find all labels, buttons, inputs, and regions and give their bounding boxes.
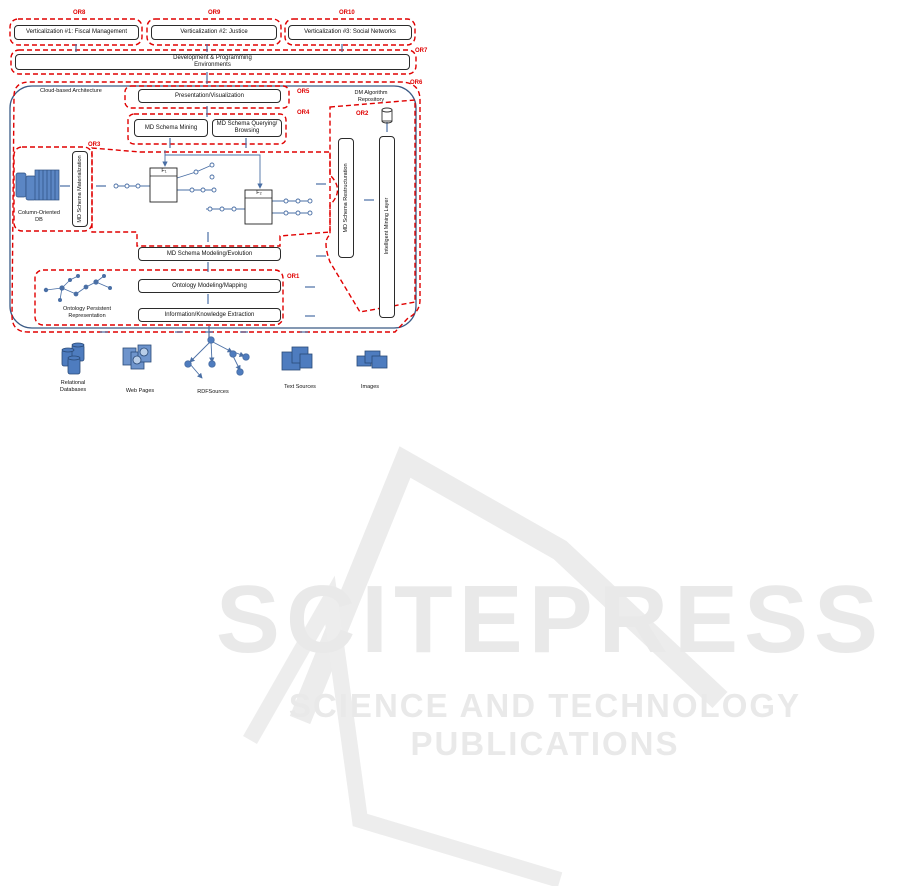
verticalization-fiscal-box: Verticalization #1: Fiscal Management: [14, 25, 139, 40]
or9-label: OR9: [208, 10, 221, 16]
column-db-label: Column-Oriented DB: [18, 210, 60, 223]
md-schema-materialization-label: MD Schema Materialization: [77, 155, 83, 223]
or2-label: OR2: [356, 111, 369, 117]
or6-region: [11, 81, 421, 333]
relational-db-icon: [61, 342, 85, 375]
md-schema-restructuration-label: MD Schema Restructuration: [343, 163, 349, 233]
development-environments-box: Development & Programming Environments: [15, 54, 410, 70]
cloud-architecture-label: Cloud-based Architecture: [40, 88, 102, 94]
intelligent-mining-layer-label: Intelligent Mining Layer: [384, 197, 390, 255]
intelligent-mining-layer-box: [379, 136, 395, 318]
images-label: Images: [360, 384, 380, 390]
md-schema-materialization-box: [72, 151, 88, 227]
text-sources-label: Text Sources: [284, 384, 316, 390]
ontology-representation-label: Ontology Persistent Representation: [63, 306, 111, 319]
relational-databases-label: Relational Databases: [59, 380, 87, 393]
dm-repository-icon: [381, 107, 393, 124]
fact2-box: [244, 189, 273, 225]
text-sources-icon: [281, 346, 313, 371]
or1-label: OR1: [287, 274, 300, 280]
or5-label: OR5: [297, 89, 310, 95]
watermark-subtitle: SCIENCE AND TECHNOLOGY PUBLICATIONS: [288, 687, 802, 762]
or1-region: [34, 269, 284, 326]
or7-label: OR7: [415, 48, 428, 54]
images-icon: [356, 350, 388, 369]
verticalization-justice-box: Verticalization #2: Justice: [151, 25, 277, 40]
or9-region: [146, 18, 282, 46]
presentation-visualization-box: Presentation/Visualization: [138, 89, 281, 103]
dm-repository-label: DM Algorithm Repository: [354, 90, 388, 103]
verticalization-social-box: Verticalization #3: Social Networks: [288, 25, 412, 40]
fact1-box: [149, 167, 178, 203]
web-pages-label: Web Pages: [125, 388, 155, 394]
or3-region: [13, 146, 93, 232]
or10-label: OR10: [339, 10, 355, 16]
column-db-icon: [15, 169, 60, 201]
ontology-graph-icon: [43, 273, 113, 302]
rdf-graph-icon: [184, 336, 250, 379]
or2-region: [325, 99, 416, 313]
or8-label: OR8: [73, 10, 86, 16]
md-schema-modeling-box: MD Schema Modeling/Evolution: [138, 247, 281, 261]
or7-region: [10, 49, 417, 75]
watermark-title: SCITEPRESS: [215, 566, 885, 673]
rdf-sources-label: RDFSources: [197, 389, 229, 395]
or3-label: OR3: [88, 142, 101, 148]
information-extraction-box: Information/Knowledge Extraction: [138, 308, 281, 322]
or4-label: OR4: [297, 110, 310, 116]
web-pages-icon: [122, 344, 152, 370]
or6-label: OR6: [410, 80, 423, 86]
or10-region: [284, 18, 416, 46]
md-schema-mining-box: MD Schema Mining: [134, 119, 208, 137]
md-schema-restructuration-box: [338, 138, 354, 258]
ontology-modeling-box: Ontology Modeling/Mapping: [138, 279, 281, 293]
md-schema-querying-box: MD Schema Querying/ Browsing: [212, 119, 282, 137]
fact1-label: F₁: [161, 168, 167, 174]
fact2-label: F₂: [256, 190, 262, 196]
or-md-region: [91, 147, 331, 247]
